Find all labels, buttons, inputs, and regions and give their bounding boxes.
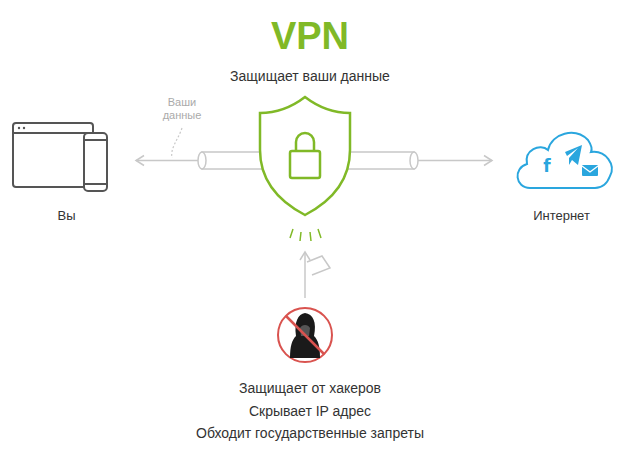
user-device: Вы <box>5 115 128 223</box>
facebook-logo: f <box>543 157 550 177</box>
hacker-icon <box>278 308 332 362</box>
device-icon <box>13 123 107 191</box>
node-label: Вы <box>5 208 128 223</box>
node-label: Интернет <box>500 208 620 223</box>
benefit-text: Обходит государственные запреты <box>196 425 424 441</box>
benefit-text: Скрывает IP адрес <box>249 403 371 419</box>
shield-icon <box>260 97 350 241</box>
subtitle: Защищает ваши данные <box>230 68 390 84</box>
benefit-text: Защищает от хакеров <box>239 380 381 396</box>
leader-line <box>172 128 182 158</box>
title: VPN <box>271 14 349 58</box>
internet-cloud: Интернет <box>500 115 620 223</box>
cloud-icon <box>518 133 612 188</box>
attack-arrow <box>300 252 330 298</box>
data-label: Ваши данные <box>157 96 207 121</box>
